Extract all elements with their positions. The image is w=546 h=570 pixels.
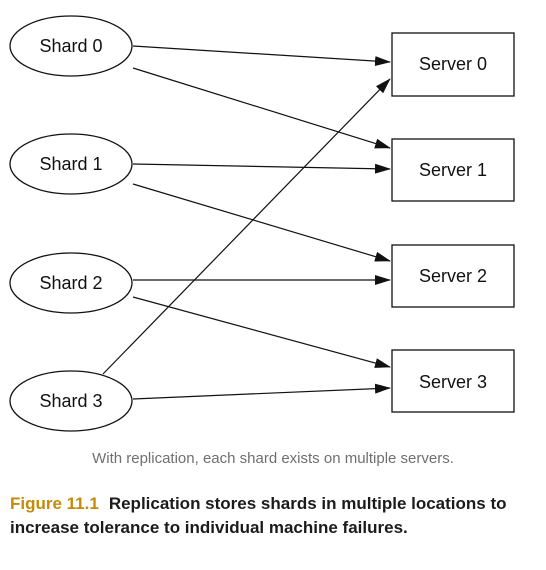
shard-ellipse: [9, 370, 133, 432]
connection-shard0-server1: [132, 67, 391, 149]
shard-label: Shard 0: [39, 36, 102, 56]
shard-ellipse: [9, 15, 133, 77]
server-node-3: Server 3: [391, 349, 515, 413]
server-label: Server 2: [419, 266, 487, 286]
shard-label: Shard 3: [39, 391, 102, 411]
server-label: Server 3: [419, 372, 487, 392]
server-label: Server 0: [419, 54, 487, 74]
connection-shard3-server0: [102, 78, 391, 375]
shard-node-0: Shard 0: [9, 15, 133, 77]
server-box: [391, 349, 515, 413]
shard-ellipse: [9, 133, 133, 195]
server-node-0: Server 0: [391, 32, 515, 97]
server-box: [391, 138, 515, 202]
shard-node-2: Shard 2: [9, 252, 133, 314]
connection-shard3-server3: [132, 383, 391, 400]
server-node-2: Server 2: [391, 244, 515, 308]
server-label: Server 1: [419, 160, 487, 180]
shard-node-3: Shard 3: [9, 370, 133, 432]
server-box: [391, 244, 515, 308]
connection-shard1-server1: [132, 163, 391, 174]
shard-label: Shard 2: [39, 273, 102, 293]
diagram-caption: With replication, each shard exists on m…: [92, 450, 454, 467]
server-box: [391, 32, 515, 97]
connection-shard0-server0: [132, 45, 391, 67]
shard-node-1: Shard 1: [9, 133, 133, 195]
shard-label: Shard 1: [39, 154, 102, 174]
figure-caption-text: Replication stores shards in multiple lo…: [10, 494, 507, 537]
connection-shard2-server3: [132, 296, 391, 368]
figure-label: Figure 11.1: [10, 494, 99, 513]
server-node-1: Server 1: [391, 138, 515, 202]
shard-ellipse: [9, 252, 133, 314]
connection-shard1-server2: [132, 183, 391, 262]
